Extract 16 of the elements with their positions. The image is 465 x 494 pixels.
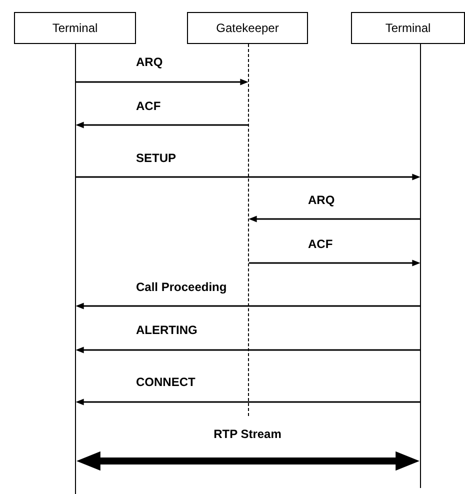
arrow xyxy=(248,216,420,222)
participant-box: Gatekeeper xyxy=(187,12,308,44)
arrow xyxy=(76,346,420,354)
arrow xyxy=(76,174,420,180)
edge-label: Call Proceeding xyxy=(136,279,227,295)
lifeline xyxy=(248,44,249,416)
lifeline xyxy=(420,44,421,488)
participant-box: Terminal xyxy=(351,12,465,44)
arrow xyxy=(76,451,420,471)
participant-box: Terminal xyxy=(14,12,136,44)
lifeline xyxy=(75,44,76,494)
arrow xyxy=(249,260,420,266)
arrow xyxy=(76,398,420,406)
arrow xyxy=(76,122,248,128)
arrow xyxy=(76,78,248,86)
arrow xyxy=(76,302,420,310)
